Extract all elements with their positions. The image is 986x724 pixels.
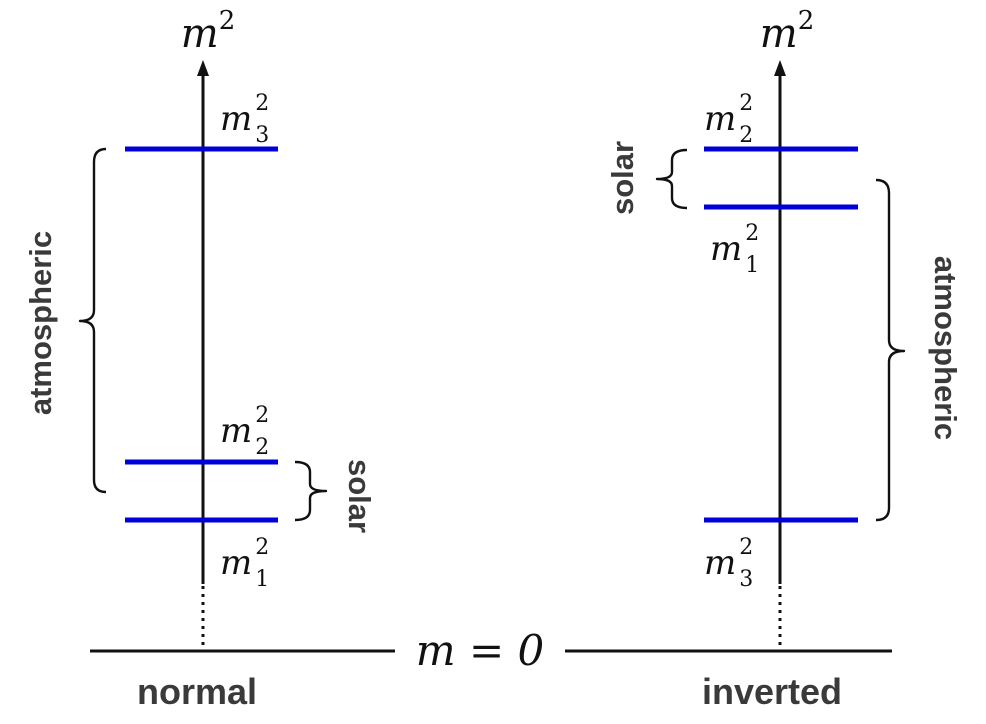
normal-axis-arrow — [197, 60, 209, 76]
normal-solar-brace — [294, 460, 328, 522]
inverted-solar-label: solar — [605, 141, 640, 215]
inverted-atmospheric-brace — [875, 178, 906, 522]
inverted-axis-arrow — [774, 60, 786, 76]
baseline-label: m = 0 — [416, 626, 544, 675]
inverted-solar-brace — [655, 148, 688, 210]
inverted-axis-label: m2 — [760, 6, 814, 57]
inverted-title: inverted — [702, 671, 842, 712]
normal-axis-label: m2 — [181, 6, 235, 57]
normal-atmospheric-brace — [78, 147, 107, 494]
normal-solar-label: solar — [342, 459, 377, 533]
inverted-atmospheric-label: atmospheric — [928, 256, 963, 440]
normal-atmospheric-label: atmospheric — [23, 231, 58, 415]
normal-title: normal — [137, 671, 257, 712]
